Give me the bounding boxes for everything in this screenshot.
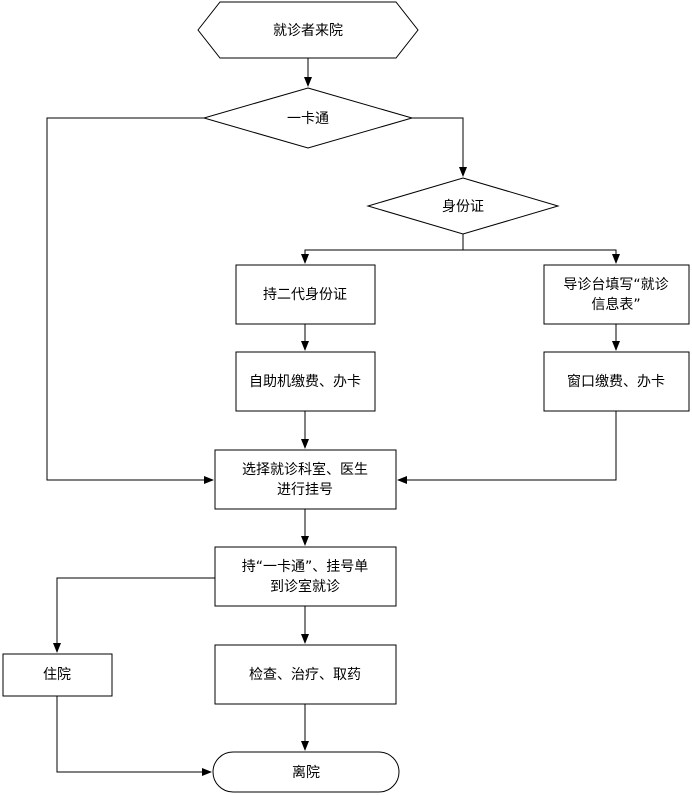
- id-card-holder-label: 持二代身份证: [263, 287, 347, 303]
- decision-card-node: 一卡通: [202, 87, 414, 149]
- guide-desk-label-line1: 导诊台填写“就诊: [563, 277, 668, 293]
- consult-node: 持“一卡通”、挂号单 到诊室就诊: [214, 546, 397, 607]
- end-node: 离院: [212, 751, 400, 793]
- consult-label-line1: 持“一卡通”、挂号单: [242, 559, 369, 575]
- hospitalization-label: 住院: [43, 667, 71, 683]
- window-payment-label: 窗口缴费、办卡: [567, 373, 665, 390]
- treatment-node: 检查、治疗、取药: [214, 644, 397, 705]
- decision-id-label: 身份证: [442, 199, 484, 215]
- self-service-label: 自助机缴费、办卡: [249, 374, 361, 390]
- treatment-label: 检查、治疗、取药: [249, 667, 361, 683]
- register-label-line1: 选择就诊科室、医生: [242, 461, 368, 478]
- register-label-line2: 进行挂号: [277, 482, 333, 498]
- end-label: 离院: [292, 764, 320, 781]
- window-payment-node: 窗口缴费、办卡: [543, 351, 690, 412]
- id-card-holder-node: 持二代身份证: [235, 264, 376, 325]
- register-node: 选择就诊科室、医生 进行挂号: [214, 449, 397, 510]
- decision-card-label: 一卡通: [287, 111, 329, 127]
- edge-id-to-guide-desk: [463, 249, 620, 264]
- edge-hospitalization-to-end: [56, 696, 212, 776]
- guide-desk-node: 导诊台填写“就诊 信息表”: [543, 264, 690, 325]
- edge-card-to-id: [412, 117, 467, 177]
- guide-desk-label-line2: 信息表”: [591, 296, 640, 313]
- decision-id-node: 身份证: [366, 177, 560, 235]
- hospitalization-node: 住院: [2, 653, 113, 697]
- edge-window-to-register: [397, 411, 617, 484]
- self-service-node: 自助机缴费、办卡: [235, 351, 376, 412]
- consult-label-line2: 到诊室就诊: [270, 578, 340, 595]
- start-node: 就诊者来院: [197, 1, 419, 59]
- edge-card-to-register: [46, 117, 214, 484]
- edge-consult-to-hospitalization: [53, 577, 215, 653]
- edge-id-to-holder: [301, 234, 464, 264]
- start-label: 就诊者来院: [273, 23, 343, 39]
